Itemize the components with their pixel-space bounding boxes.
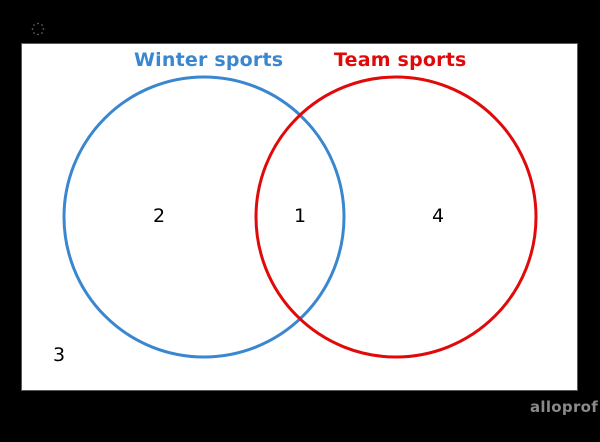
winter-sports-label: Winter sports <box>134 49 284 71</box>
alloprof-logo: alloprof <box>530 398 599 416</box>
winter-sports-circle <box>62 75 346 359</box>
outside-count: 3 <box>52 344 66 366</box>
intersection-count: 1 <box>293 205 307 227</box>
team-sports-circle <box>254 75 538 359</box>
diagram-panel <box>21 43 578 391</box>
loading-dots-icon <box>31 21 45 36</box>
team-sports-label: Team sports <box>334 49 467 71</box>
only-winter-count: 2 <box>152 205 166 227</box>
only-team-count: 4 <box>431 205 445 227</box>
